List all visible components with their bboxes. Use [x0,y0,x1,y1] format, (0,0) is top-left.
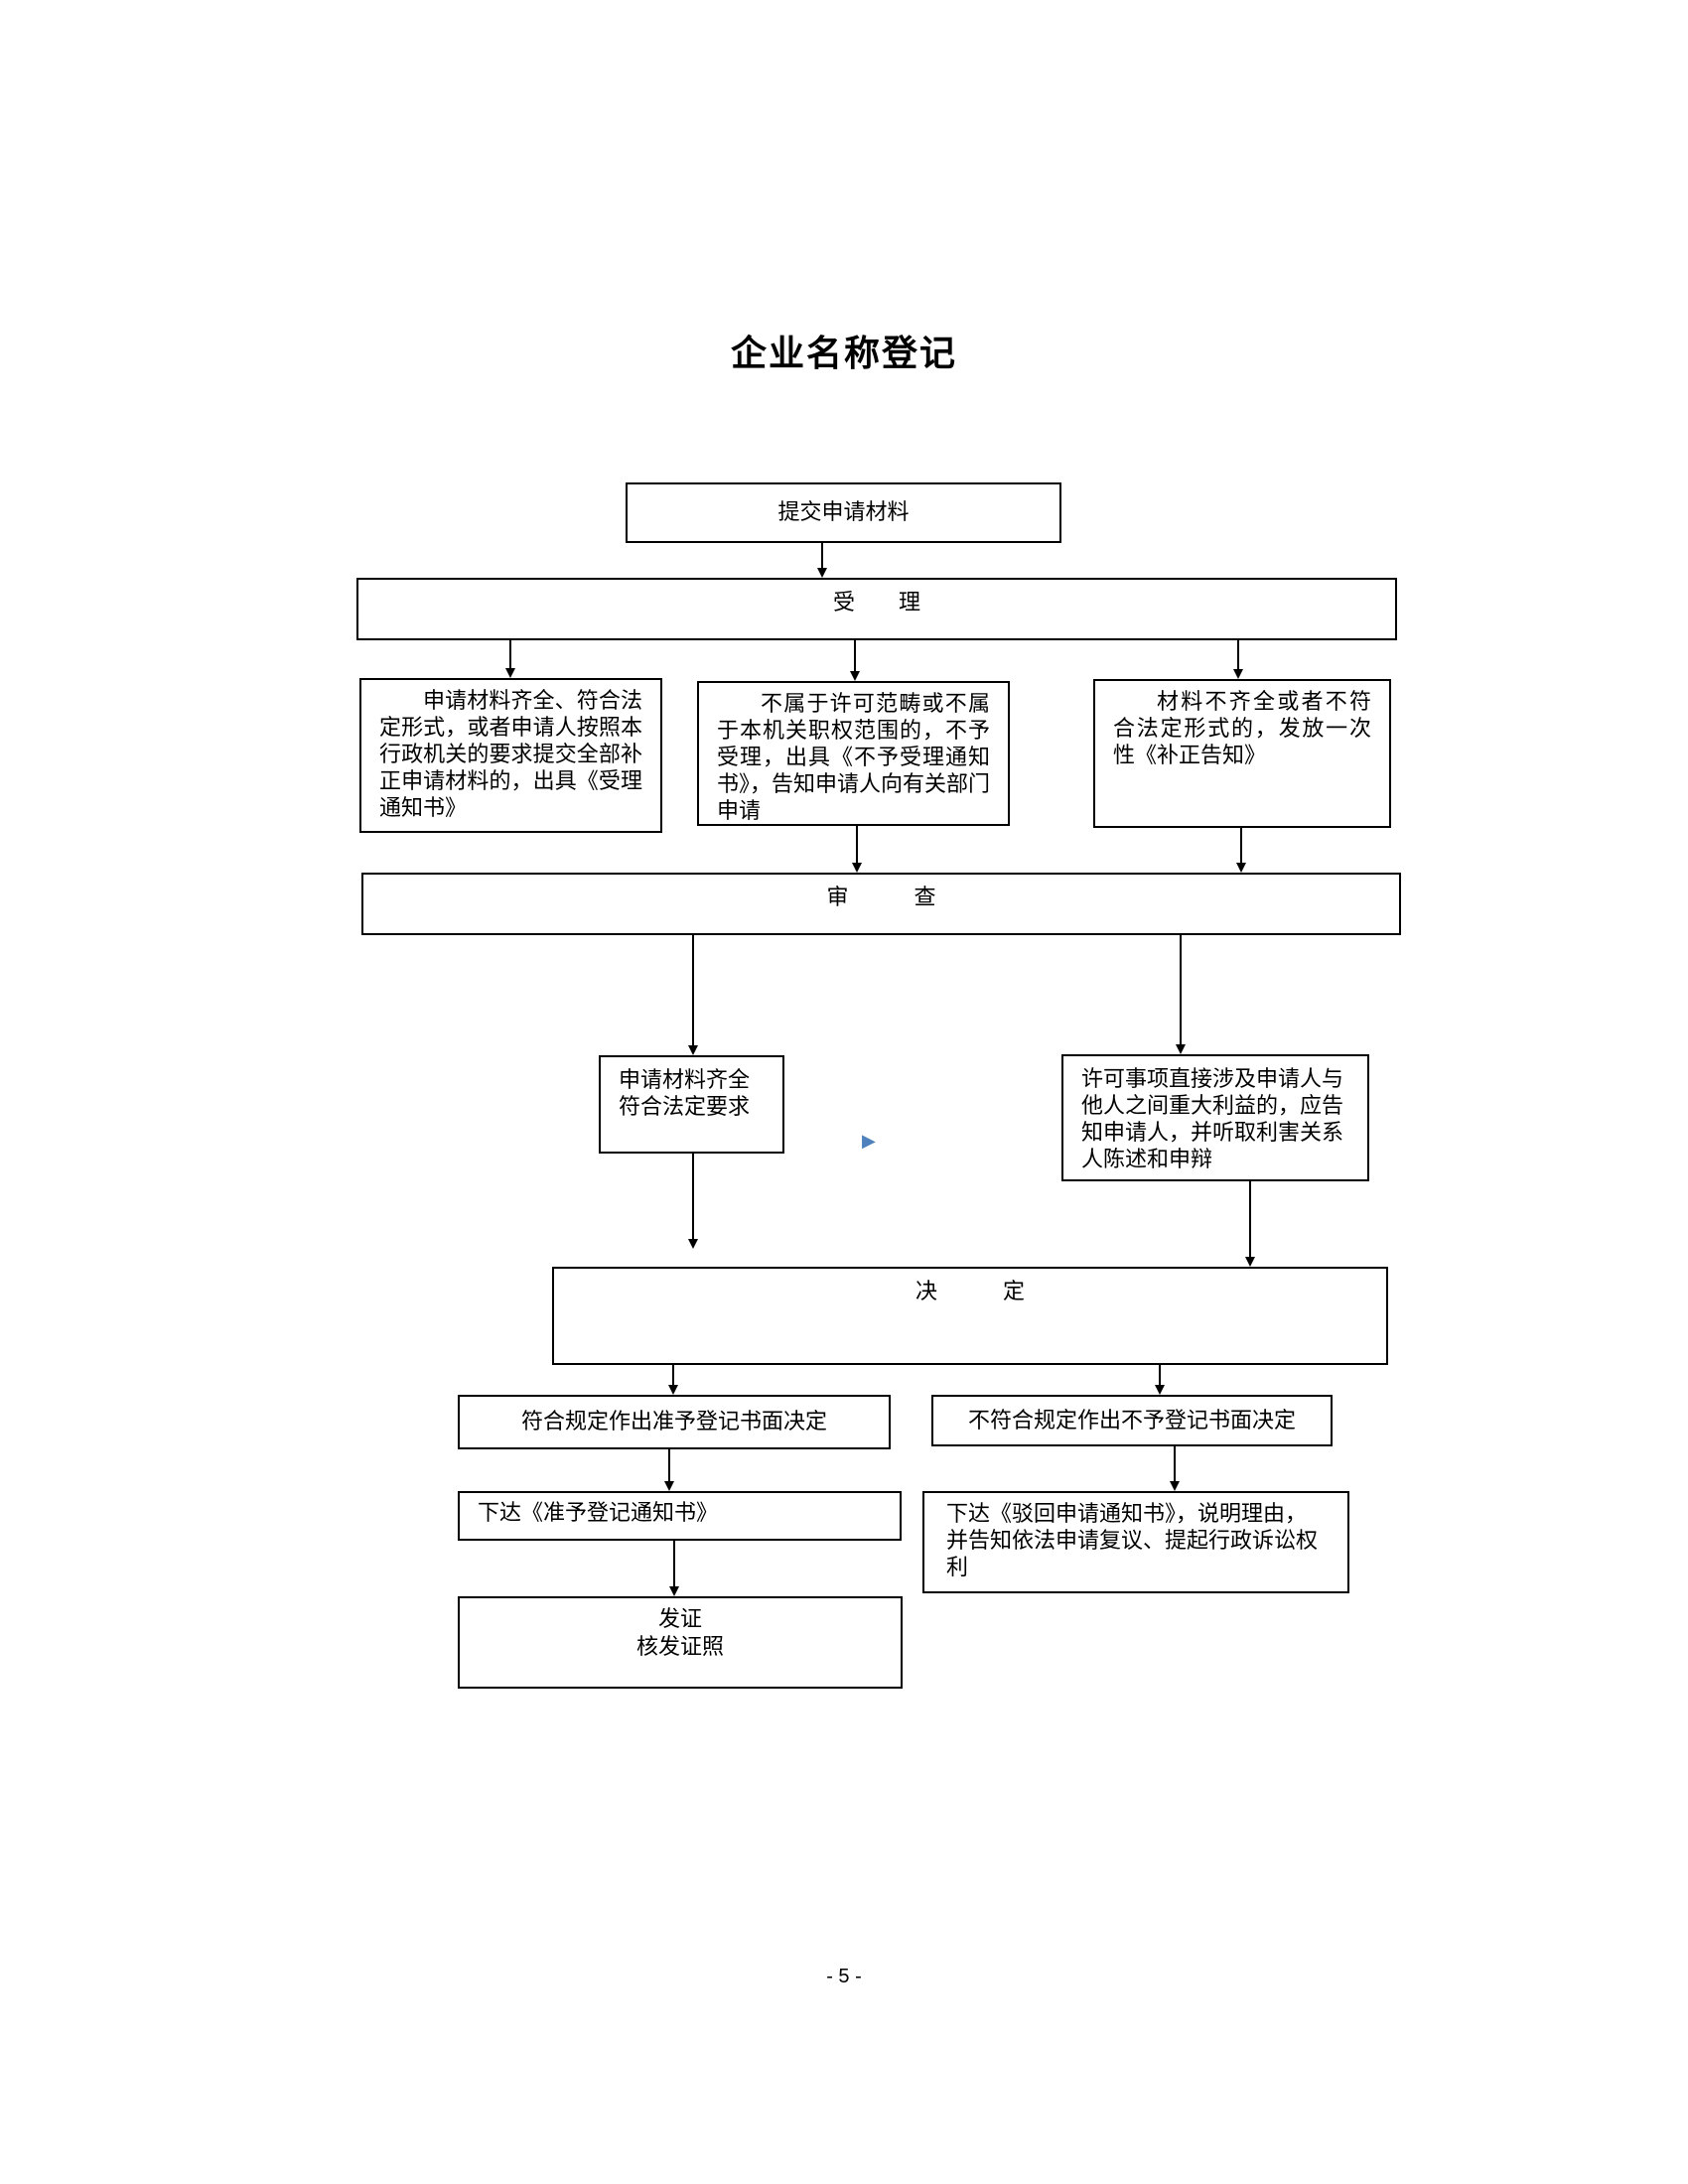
step-decision: 决 定 [552,1267,1388,1365]
step-review: 审 查 [361,873,1401,935]
step-accept-reject: 不属于许可范畴或不属于本机关职权范围的，不予受理，出具《不予受理通知书》，告知申… [697,681,1010,826]
step-reject-label: 不符合规定作出不予登记书面决定 [967,1408,1296,1433]
step-submit-label: 提交申请材料 [777,500,910,525]
step-accept-label: 受 理 [832,591,920,615]
step-accept-incomplete-text: 材料不齐全或者不符合法定形式的，发放一次性《补正告知》 [1113,690,1371,768]
step-approve-notice-text: 下达《准予登记通知书》 [478,1501,719,1526]
step-accept-incomplete: 材料不齐全或者不符合法定形式的，发放一次性《补正告知》 [1093,679,1391,828]
step-approve: 符合规定作出准予登记书面决定 [458,1395,891,1449]
step-review-interest: 许可事项直接涉及申请人与他人之间重大利益的，应告知申请人，并听取利害关系人陈述和… [1061,1054,1369,1181]
triangle-right-icon: ▶ [862,1131,876,1152]
step-review-complete-text: 申请材料齐全符合法定要求 [619,1068,751,1120]
step-review-complete: 申请材料齐全符合法定要求 [599,1055,784,1154]
step-review-label: 审 查 [826,886,936,910]
step-accept-complete: 申请材料齐全、符合法定形式，或者申请人按照本行政机关的要求提交全部补正申请材料的… [359,678,662,833]
step-accept-reject-text: 不属于许可范畴或不属于本机关职权范围的，不予受理，出具《不予受理通知书》，告知申… [717,692,991,824]
step-submit-materials: 提交申请材料 [626,482,1061,543]
step-approve-label: 符合规定作出准予登记书面决定 [520,1410,827,1434]
step-decision-label: 决 定 [914,1280,1025,1304]
step-accept: 受 理 [356,578,1397,640]
step-accept-complete-text: 申请材料齐全、符合法定形式，或者申请人按照本行政机关的要求提交全部补正申请材料的… [379,689,642,821]
step-reject: 不符合规定作出不予登记书面决定 [931,1395,1333,1446]
step-review-interest-text: 许可事项直接涉及申请人与他人之间重大利益的，应告知申请人，并听取利害关系人陈述和… [1081,1067,1344,1172]
page-number: - 5 - [826,1966,862,1987]
step-approve-notice: 下达《准予登记通知书》 [458,1491,902,1541]
step-reject-notice: 下达《驳回申请通知书》，说明理由，并告知依法申请复议、提起行政诉讼权利 [922,1491,1349,1593]
step-issue-line2: 核发证照 [635,1635,724,1660]
step-reject-notice-text: 下达《驳回申请通知书》，说明理由，并告知依法申请复议、提起行政诉讼权利 [946,1502,1319,1580]
step-issue: 发证 核发证照 [458,1596,903,1689]
page-title: 企业名称登记 [730,333,957,374]
step-issue-line1: 发证 [657,1607,702,1632]
